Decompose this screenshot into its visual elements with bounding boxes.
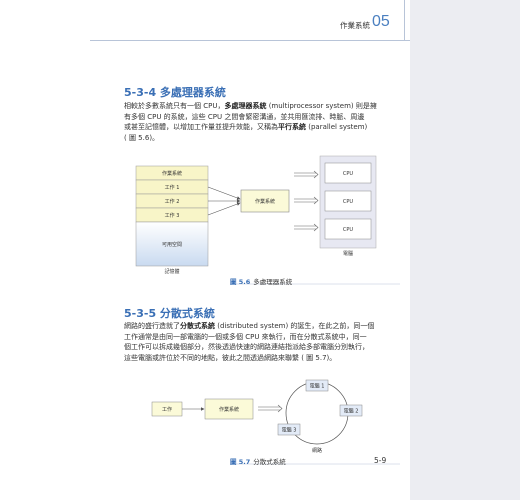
os-box-label: 作業系統 [255,198,275,205]
term-distributed: 分散式系統 [180,322,215,330]
cpu-2-label: CPU [343,199,354,205]
memory-caption: 記憶體 [164,268,179,275]
figure-caption-text: 分散式系統 [253,458,286,466]
chapter-title: 作業系統 [340,21,370,30]
term-multiprocessor: 多處理器系統 [224,102,267,110]
computer-3-box [277,423,301,436]
page-number: 5-9 [374,456,387,465]
computer-2-label: 電腦 2 [344,408,359,415]
figure-caption-text: 多處理器系統 [253,278,293,286]
double-arrow-to-network [258,404,283,413]
figure-number: 圖 5.7 [230,458,251,466]
os-box-distributed-label: 作業系統 [219,406,239,413]
arrow-job3 [207,202,241,216]
para-text: (distributed system) 的誕生，在此之前，同一個 [215,322,375,330]
cpu-1-label: CPU [343,171,354,177]
computer-2-box [339,404,363,417]
double-arrow-cpu3 [294,223,319,232]
para-text: 這些電腦或許位於不同的地點，彼此之間透過網路來聯繫 ( 圖 5.7)。 [124,353,337,362]
computer-1-box [305,379,329,392]
para-text: (parallel system) [306,123,368,131]
section2-paragraph: 網路的盛行造就了分散式系統 (distributed system) 的誕生，在… [124,321,399,363]
header-rule [90,40,410,41]
job-box-label: 工作 [162,406,172,413]
section-title-distributed: 5-3-5 分散式系統 [124,307,215,320]
memory-job3-label: 工作 3 [165,212,180,219]
network-label: 網路 [312,447,322,454]
para-text: (multiprocessor system) 則是擁 [266,102,377,110]
chapter-number: 05 [372,13,390,30]
memory-free-segment [135,221,209,267]
memory-job1-label: 工作 1 [165,184,180,191]
arrow-job1 [207,186,241,200]
para-text: 網路的盛行造就了 [124,322,180,330]
computer-label: 電腦 [343,250,353,257]
os-box-distributed [204,398,254,420]
term-parallel: 平行系統 [278,123,306,131]
cpu-2-box [324,190,372,212]
header-divider [404,0,405,40]
section-title-multiprocessor: 5-3-4 多處理器系統 [124,86,226,99]
cpu-3-box [324,218,372,240]
memory-job2-label: 工作 2 [165,198,180,205]
cpu-1-box [324,162,372,184]
computer-1-label: 電腦 1 [310,383,325,390]
para-text: 有多個 CPU 的系統，這些 CPU 之間會緊密溝通，並共用匯流排、時脈、周邊 [124,112,365,121]
double-arrow-cpu1 [294,170,319,179]
memory-free-label: 可用空間 [162,241,182,248]
cpu-3-label: CPU [343,227,354,233]
section1-paragraph: 相較於多數系統只有一個 CPU，多處理器系統 (multiprocessor s… [124,101,399,143]
double-arrow-cpu2 [294,196,319,205]
para-text: 個工作可以拆成幾個部分，然後透過快速的網路連結指派給多部電腦分別執行， [124,343,369,351]
memory-os-label: 作業系統 [162,170,182,177]
computer-3-label: 電腦 3 [282,427,297,434]
para-text: 相較於多數系統只有一個 CPU， [124,102,225,110]
para-text: ( 圖 5.6)。 [124,133,160,142]
para-text: 工作通常是由同一部電腦的一個或多個 CPU 來執行，而在分散式系統中，同一 [124,332,367,341]
os-box [240,189,290,213]
side-margin-strip [410,0,520,500]
para-text: 或甚至記憶體，以增加工作量並提升效能，又稱為 [124,123,278,131]
figure-number: 圖 5.6 [230,278,251,286]
